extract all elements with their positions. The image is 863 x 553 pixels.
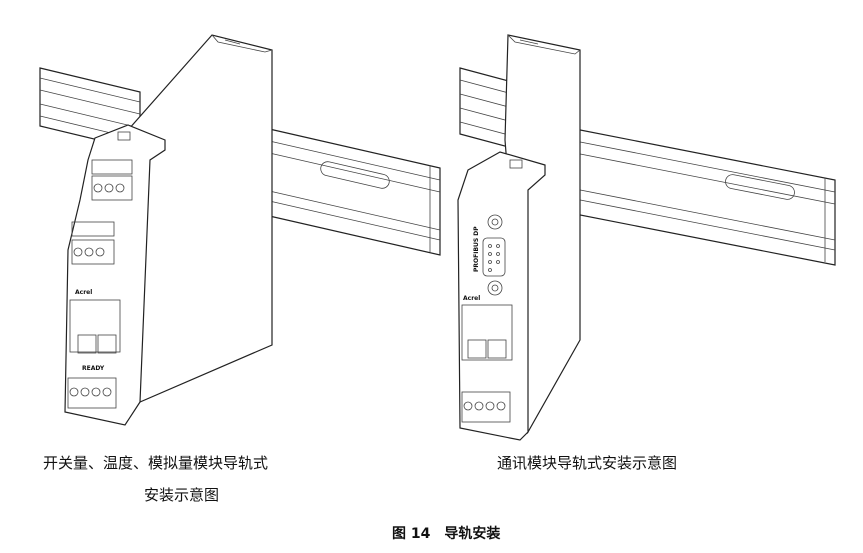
right-module: PROFIBUS DP Acrel <box>457 34 581 441</box>
left-din-rail <box>39 67 441 256</box>
ready-label: READY <box>82 365 105 372</box>
profibus-label: PROFIBUS DP <box>473 226 480 272</box>
left-caption-line1: 开关量、温度、模拟量模块导轨式 <box>43 454 269 472</box>
left-module: Acrel READY <box>64 34 273 426</box>
right-caption: 通讯模块导轨式安装示意图 <box>497 454 678 472</box>
left-caption-line2: 安装示意图 <box>144 486 220 504</box>
left-brand-label: Acrel <box>75 289 92 296</box>
right-brand-label: Acrel <box>463 295 480 302</box>
figure-label: 图 14 导轨安装 <box>392 526 501 542</box>
